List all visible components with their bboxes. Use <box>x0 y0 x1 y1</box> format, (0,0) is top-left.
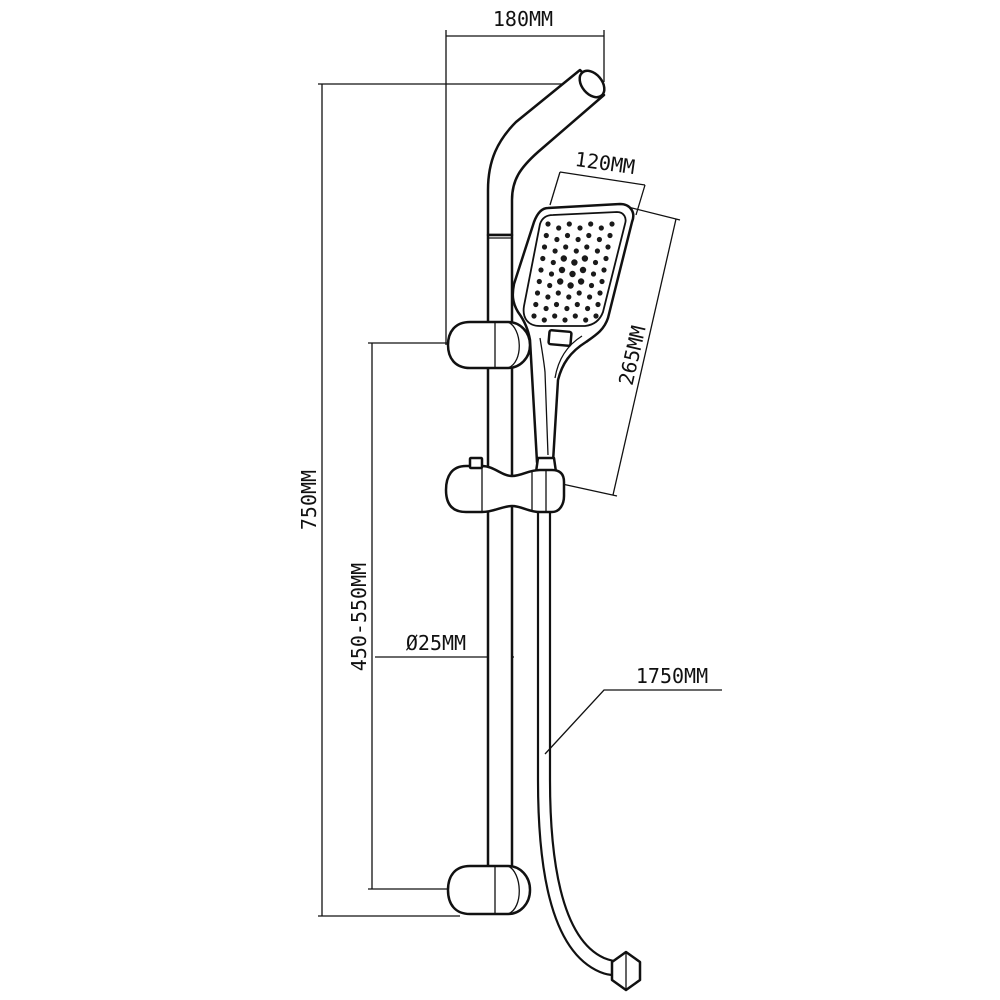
spray-face <box>522 211 627 327</box>
rail-range-label: 450-550MM <box>347 563 371 671</box>
hose <box>536 505 642 992</box>
handheld-shower <box>511 202 635 474</box>
spray-hole <box>534 290 541 296</box>
spray-hole <box>599 278 605 285</box>
spray-hole <box>595 301 601 308</box>
head-width-dim-line <box>559 171 646 186</box>
spray-hole <box>585 305 591 312</box>
spray-hole <box>609 221 615 227</box>
spray-hole <box>601 267 607 273</box>
spray-hole <box>543 305 549 312</box>
spray-hole <box>553 301 560 308</box>
spray-hole <box>552 313 558 319</box>
rail-upper-section <box>486 233 514 337</box>
spray-hole <box>592 259 599 266</box>
spray-hole <box>594 248 601 254</box>
spray-hole <box>564 232 571 239</box>
spray-hole <box>598 225 604 231</box>
spray-hole <box>574 301 580 308</box>
spray-hole <box>587 294 593 300</box>
spray-hole <box>562 317 568 323</box>
mode-button <box>547 328 573 348</box>
spray-hole <box>577 278 585 285</box>
rail-top-opening <box>578 69 606 99</box>
spray-hole <box>547 282 553 289</box>
spray-hole <box>564 305 570 312</box>
spray-hole <box>545 294 551 300</box>
spray-hole <box>557 278 564 285</box>
spray-hole <box>577 225 583 231</box>
spray-hole <box>543 232 549 239</box>
head-width-label: 120MM <box>573 147 636 179</box>
spray-hole <box>579 266 587 274</box>
lower-wall-bracket <box>446 864 532 916</box>
spray-hole <box>554 236 560 243</box>
spray-hole <box>566 294 572 300</box>
spray-hole <box>538 267 544 273</box>
spray-hole <box>556 225 562 231</box>
spray-hole <box>588 282 595 289</box>
spray-hole <box>563 244 569 250</box>
spray-hole <box>590 271 597 277</box>
rail-tube <box>486 358 514 882</box>
spray-hole <box>566 221 572 227</box>
arm-width-label: 180MM <box>493 7 553 31</box>
head-width-ext-left <box>549 171 561 206</box>
spray-hole <box>550 259 556 266</box>
handheld-dim-line <box>612 218 677 496</box>
holder-body <box>444 464 566 514</box>
spray-hole <box>586 232 592 239</box>
spray-hole <box>545 221 551 227</box>
spray-hole <box>597 290 603 296</box>
spray-hole <box>581 255 589 262</box>
spray-hole <box>596 236 603 243</box>
tube-diameter-label: Ø25MM <box>406 631 466 655</box>
spray-hole <box>607 232 613 239</box>
spray-hole <box>583 317 589 323</box>
spray-hole <box>536 278 542 285</box>
spray-hole <box>603 255 609 262</box>
spray-hole <box>541 317 547 323</box>
spray-hole <box>533 301 539 308</box>
sliding-holder <box>444 456 566 514</box>
spray-hole <box>560 255 567 262</box>
hose-length-label: 1750MM <box>636 664 708 688</box>
spray-holes <box>531 221 615 323</box>
spray-hole <box>575 236 581 243</box>
spray-hole <box>558 266 566 274</box>
upper-wall-bracket <box>446 320 532 370</box>
spray-hole <box>588 221 594 227</box>
handheld-body <box>511 202 635 470</box>
spray-hole <box>593 313 599 319</box>
spray-hole <box>567 282 574 289</box>
spray-hole <box>569 270 576 278</box>
handheld-ext-top <box>627 206 681 221</box>
spray-hole <box>571 259 578 266</box>
dimension-lines <box>318 30 722 917</box>
spray-hole <box>576 290 582 296</box>
spray-hole <box>572 313 578 319</box>
hose-length-leader <box>544 689 722 755</box>
holder-knob <box>468 456 484 470</box>
spray-hole <box>541 244 548 250</box>
spray-hole <box>605 244 611 250</box>
spray-hole <box>552 248 558 254</box>
spray-hole <box>573 248 579 254</box>
spray-hole <box>540 255 546 262</box>
spray-hole <box>531 313 537 319</box>
spray-hole <box>555 290 561 296</box>
dimension-labels: 180MM 120MM 265MM 750MM 450-550MM Ø25MM … <box>297 7 708 688</box>
spray-hole <box>584 244 590 250</box>
spray-hole <box>548 271 555 277</box>
total-height-label: 750MM <box>297 470 321 530</box>
